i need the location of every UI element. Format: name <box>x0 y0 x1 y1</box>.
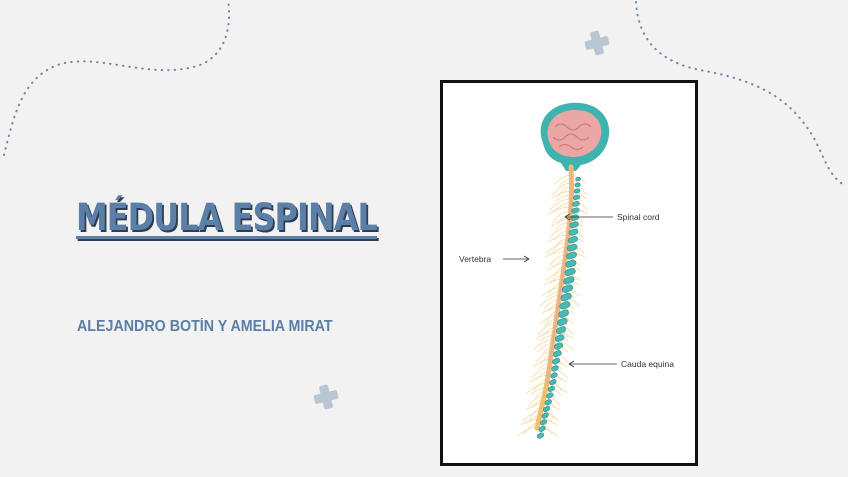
label-cauda-equina: Cauda equina <box>621 359 674 369</box>
plus-icon <box>582 28 611 57</box>
spinal-cord-illustration: Spinal cord Vertebra Cauda equina <box>440 80 698 466</box>
nerve-fiber <box>548 235 566 242</box>
label-vertebra: Vertebra <box>459 254 491 264</box>
nerve-fiber <box>550 227 567 238</box>
nerve-fiber <box>550 199 569 210</box>
brain-icon <box>541 103 610 171</box>
nerve-fiber <box>551 219 567 227</box>
nerve-fiber <box>517 427 537 436</box>
vertebra <box>575 177 581 182</box>
slide-title: MÉDULA ESPINAL <box>76 196 377 239</box>
vertebra <box>536 432 544 439</box>
dotted-curve-top-left <box>4 0 229 155</box>
spinal-cord-diagram: Spinal cord Vertebra Cauda equina <box>443 83 695 463</box>
vertebra <box>574 182 580 187</box>
plus-icon <box>311 382 340 411</box>
vertebra <box>550 372 558 379</box>
label-spinal-cord: Spinal cord <box>617 212 660 222</box>
nerve-fiber <box>559 179 570 186</box>
slide-authors: ALEJANDRO BOTÍN Y AMELIA MIRAT <box>77 318 333 336</box>
nerve-fibers <box>517 175 588 436</box>
